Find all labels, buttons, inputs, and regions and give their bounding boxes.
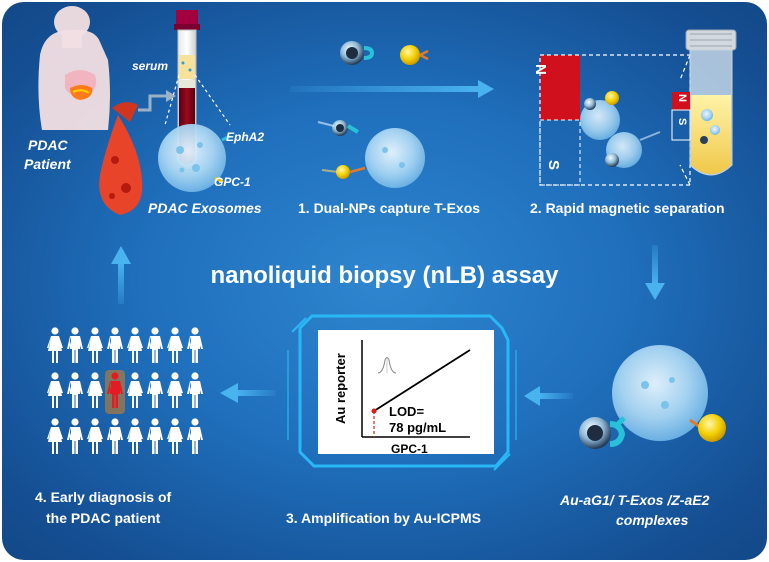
step4-label-line2: the PDAC patient [46,510,161,526]
plot-y-axis-label: Au reporter [333,353,348,424]
people-grid [47,327,203,454]
plot-frame [287,314,517,471]
blood-drop-icon [99,102,143,215]
person-icon [127,372,143,408]
person-icon [127,327,143,363]
person-icon [87,372,103,408]
sample-tube-icon [671,29,737,176]
step4-label-line1: 4. Early diagnosis of [35,489,172,505]
person-icon [167,372,183,408]
person-icon [147,327,163,363]
magnet-s-label: S [545,160,562,171]
person-icon [127,418,143,454]
complex-label-line1: Au-aG1/ T-Exos /Z-aE2 [560,492,710,508]
person-icon [167,327,183,363]
person-icon [47,372,63,408]
magnet-n-label: N [532,64,549,75]
magnetic-np-icon [340,41,375,65]
gold-np-icon [400,45,429,65]
step1-label: 1. Dual-NPs capture T-Exos [298,200,481,216]
person-icon [47,327,63,363]
magnet-icon [539,54,691,186]
gpc1-label: GPC-1 [214,175,251,189]
person-icon [47,418,63,454]
person-icon [107,327,123,363]
exosomes-label: PDAC Exosomes [148,200,262,216]
patient-label-line2: Patient [24,156,71,172]
lod-label-line1: LOD= [389,404,425,419]
diagram-title: nanoliquid biopsy (nLB) assay [210,262,559,289]
step2-label: 2. Rapid magnetic separation [530,200,725,216]
serum-label: serum [132,59,169,73]
tube-magnet-n-label: N [676,94,688,102]
person-icon [67,327,83,363]
complex-icon [579,345,726,449]
epha2-label: EphA2 [226,130,265,144]
person-icon [67,372,83,408]
person-icon [187,327,203,363]
tube-magnet-s-label: S [676,118,688,126]
exosome-icon [158,124,231,192]
person-icon [147,418,163,454]
lod-label-line2: 78 pg/mL [389,420,447,435]
person-icon [187,372,203,408]
person-icon [187,418,203,454]
capture-exosome-icon [317,120,425,188]
person-icon [87,327,103,363]
person-icon [67,418,83,454]
person-icon [87,418,103,454]
human-torso-icon [38,6,110,130]
person-icon [107,418,123,454]
step3-label: 3. Amplification by Au-ICPMS [286,510,481,526]
complex-label-line2: complexes [616,512,689,528]
person-icon [147,372,163,408]
patient-person-icon [105,370,125,414]
person-icon [167,418,183,454]
plot-x-axis-label: GPC-1 [391,442,428,456]
patient-label-line1: PDAC [28,137,68,153]
